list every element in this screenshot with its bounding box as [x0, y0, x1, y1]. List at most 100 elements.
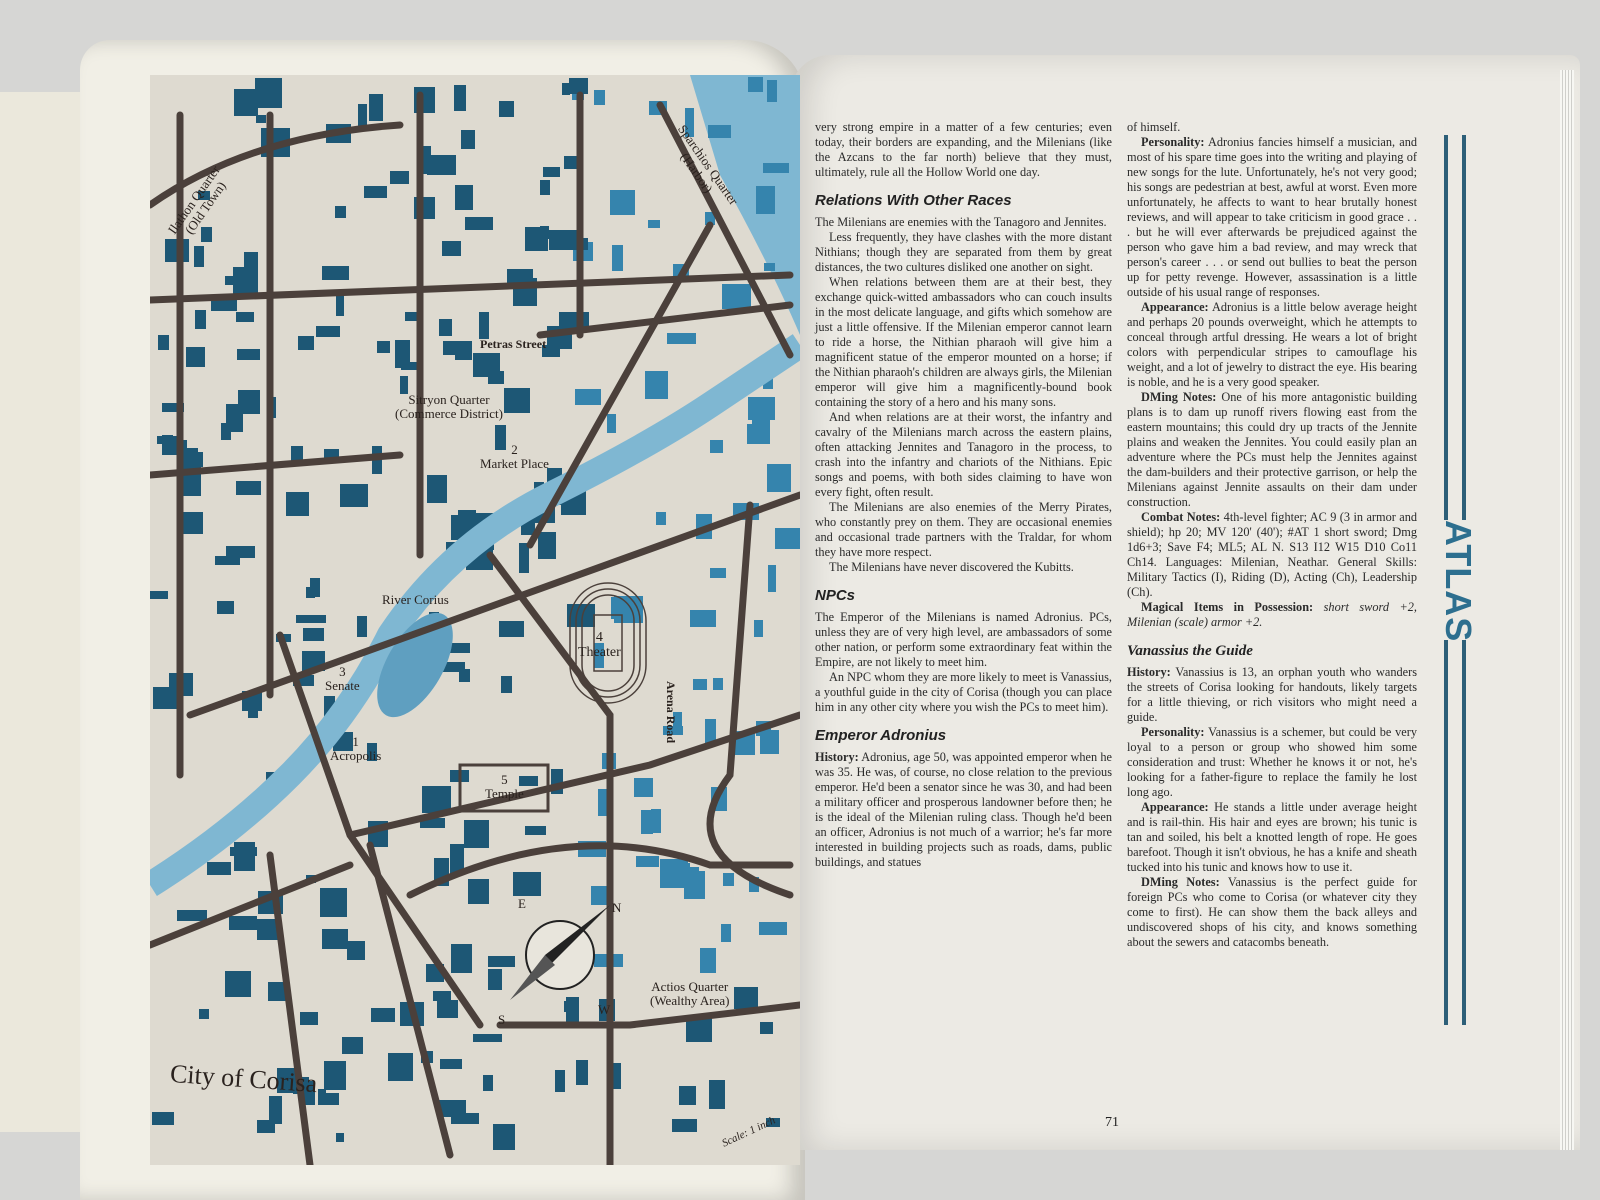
paragraph: The Milenians are enemies with the Tanag…: [815, 215, 1107, 229]
paragraph: Less frequently, they have clashes with …: [815, 230, 1112, 274]
building: [634, 778, 653, 797]
building: [443, 341, 468, 355]
building: [549, 230, 577, 250]
heading-relations: Relations With Other Races: [815, 192, 1012, 209]
paragraph-appearance: Appearance: Adronius is a little below a…: [1127, 300, 1417, 389]
building: [237, 349, 260, 360]
heading-emperor: Emperor Adronius: [815, 727, 947, 744]
building: [158, 335, 169, 350]
temple-box: [458, 763, 550, 813]
building: [564, 1001, 577, 1012]
building: [421, 146, 431, 174]
building: [226, 546, 255, 558]
building: [705, 719, 716, 744]
building: [555, 1070, 565, 1092]
building: [388, 1053, 413, 1081]
building: [708, 125, 731, 138]
paragraph: very strong empire in a matter of a few …: [815, 120, 1112, 179]
building: [306, 587, 315, 598]
building: [390, 171, 409, 184]
building: [340, 484, 368, 507]
building: [236, 312, 254, 322]
atlas-heading: ATLAS: [1438, 520, 1479, 643]
label-river: River Corius: [382, 592, 449, 607]
compass-icon: [510, 905, 610, 1000]
building: [437, 662, 465, 672]
building: [763, 163, 789, 173]
building: [519, 776, 538, 786]
building: [442, 241, 461, 256]
building: [257, 919, 278, 940]
building: [760, 1022, 773, 1034]
building: [255, 78, 282, 108]
page-edges: [1560, 70, 1574, 1150]
building: [371, 1008, 395, 1022]
building: [567, 604, 595, 627]
building: [759, 922, 787, 935]
building: [519, 543, 529, 573]
paragraph-dming: DMing Notes: One of his more antagonisti…: [1127, 390, 1417, 509]
building: [152, 1112, 174, 1125]
building: [723, 873, 734, 886]
paragraph: When relations between them are at their…: [815, 275, 1112, 409]
building: [342, 1037, 363, 1054]
building: [465, 217, 493, 230]
building: [721, 924, 731, 942]
building: [358, 104, 367, 128]
building: [656, 512, 666, 525]
building: [747, 424, 770, 444]
building: [499, 101, 514, 117]
building: [427, 475, 447, 503]
building: [201, 227, 212, 242]
building: [710, 568, 726, 578]
building: [377, 341, 390, 353]
paragraph: The Emperor of the Milenians is named Ad…: [815, 610, 1112, 669]
building: [734, 987, 758, 1009]
building: [450, 844, 464, 874]
building: [277, 1068, 298, 1093]
building: [667, 333, 696, 344]
building: [598, 789, 607, 816]
building: [162, 403, 184, 412]
paragraph-guide-dming: DMing Notes: Vanassius is the perfect gu…: [1127, 875, 1417, 949]
building: [764, 263, 775, 271]
building: [594, 643, 604, 668]
building: [268, 982, 288, 1001]
building: [504, 388, 530, 413]
building: [525, 826, 546, 835]
building: [700, 948, 716, 973]
paragraph: The Milenians are also enemies of the Me…: [815, 500, 1112, 559]
road: [346, 711, 804, 839]
city-map: Ilathon Quarter(Old Town) Sparchios Quar…: [143, 75, 808, 1169]
paragraph-history: History: Adronius, age 50, was appointed…: [815, 750, 1112, 869]
building: [612, 1063, 621, 1089]
building: [748, 77, 763, 92]
road: [656, 101, 794, 359]
building: [612, 245, 623, 271]
building: [324, 696, 335, 720]
building: [336, 1133, 344, 1142]
building: [543, 167, 560, 177]
building: [194, 246, 204, 267]
building: [540, 180, 550, 195]
river: [143, 334, 808, 897]
page-number: 71: [1105, 1115, 1119, 1130]
map-drawing: [143, 75, 808, 1169]
building: [451, 944, 472, 973]
building: [488, 956, 515, 967]
building: [369, 94, 383, 121]
building: [347, 941, 365, 960]
building: [286, 492, 309, 516]
building: [401, 362, 422, 370]
building: [768, 565, 776, 592]
lake: [377, 612, 453, 718]
building: [575, 389, 601, 405]
building: [483, 1075, 493, 1091]
building: [322, 929, 348, 949]
building: [756, 186, 775, 214]
building: [422, 786, 451, 813]
building: [479, 312, 489, 339]
paragraph-combat: Combat Notes: 4th-level fighter; AC 9 (3…: [1127, 510, 1417, 599]
